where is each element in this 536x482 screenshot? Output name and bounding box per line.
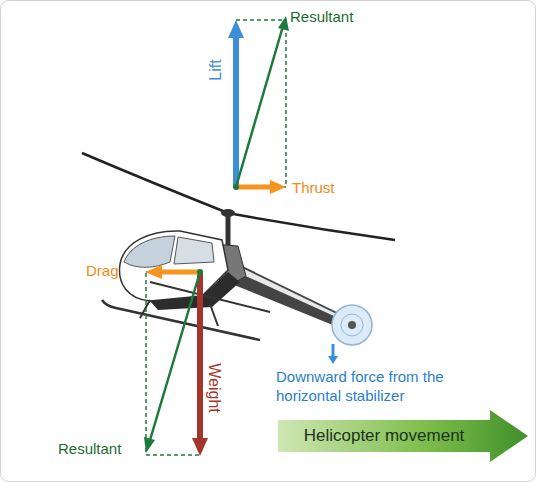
rotor-hub bbox=[221, 209, 235, 217]
landing-skid bbox=[150, 282, 270, 312]
resultant-arrowhead bbox=[144, 437, 155, 453]
lift-vector bbox=[233, 36, 239, 187]
thrust-arrowhead bbox=[270, 180, 286, 194]
stabilizer-force-arrowhead bbox=[328, 356, 338, 364]
force-label: Downward force from the horizontal stabi… bbox=[276, 367, 461, 405]
tail-rotor-hub bbox=[348, 321, 356, 329]
dashed-parallelogram bbox=[146, 272, 200, 455]
movement-arrow: Helicopter movement bbox=[278, 410, 528, 462]
resultant-arrowhead bbox=[278, 16, 289, 31]
windscreen bbox=[124, 236, 175, 267]
stabilizer-force-vector bbox=[332, 344, 335, 358]
tail-rotor-ring bbox=[341, 314, 363, 336]
rotor-mast bbox=[226, 212, 231, 248]
force-label: Resultant bbox=[290, 8, 353, 26]
force-label: Resultant bbox=[58, 440, 121, 458]
force-origin bbox=[197, 269, 203, 275]
drag-arrowhead bbox=[145, 265, 162, 279]
skid-strut bbox=[210, 304, 218, 326]
side-window bbox=[174, 237, 214, 264]
dashed-parallelogram bbox=[236, 20, 286, 187]
resultant-vector bbox=[150, 272, 200, 440]
force-label: Thrust bbox=[292, 179, 335, 197]
arrow-caption: Helicopter movement bbox=[278, 420, 490, 452]
drag-vector bbox=[160, 270, 200, 275]
force-origin bbox=[233, 184, 239, 190]
weight-vector bbox=[197, 272, 203, 440]
main-rotor-blade bbox=[82, 153, 395, 240]
arrow-shape bbox=[278, 410, 528, 462]
tail-rotor bbox=[332, 305, 372, 345]
tail-boom-stripe bbox=[228, 262, 345, 321]
thrust-vector bbox=[236, 185, 272, 190]
lift-arrowhead bbox=[228, 20, 244, 38]
force-label: Weight bbox=[205, 363, 223, 413]
resultant-vector bbox=[236, 26, 283, 187]
weight-arrowhead bbox=[192, 438, 208, 456]
force-label: Drag bbox=[86, 262, 119, 280]
force-label: Lift bbox=[207, 59, 225, 80]
